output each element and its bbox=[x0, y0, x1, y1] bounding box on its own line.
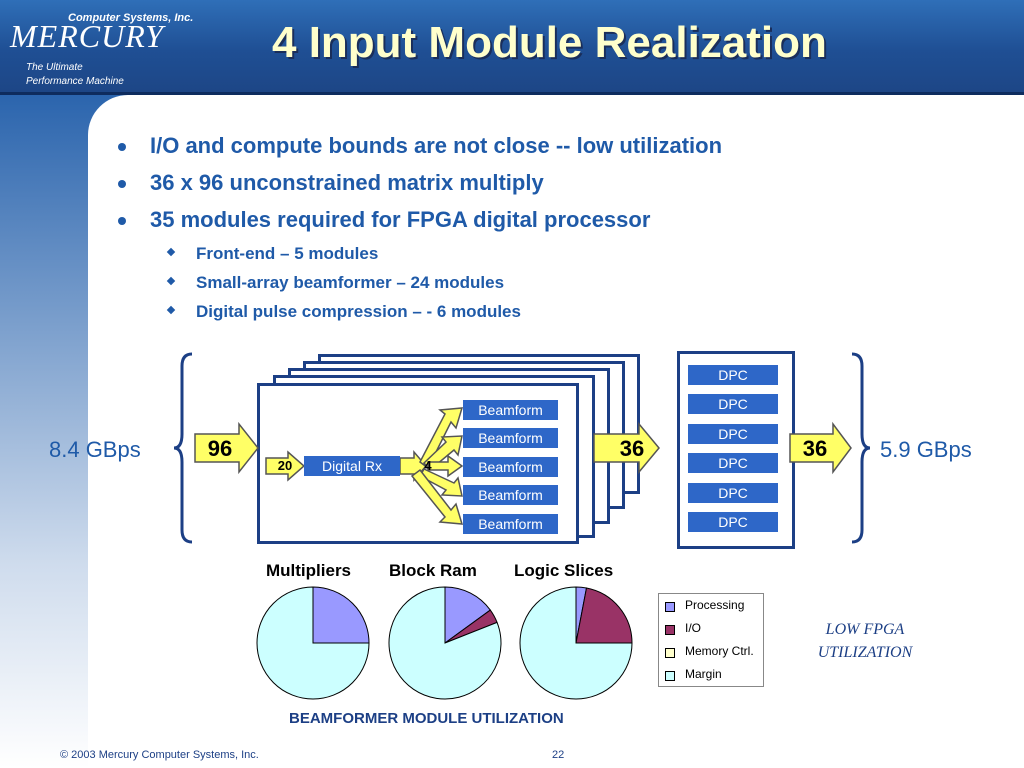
sub-bullet-item: Digital pulse compression – - 6 modules bbox=[110, 302, 890, 331]
fan-arrow-icon bbox=[410, 468, 464, 525]
rx-in-label: 20 bbox=[277, 458, 293, 473]
legend-swatch bbox=[665, 648, 675, 658]
dpc-block: DPC bbox=[688, 394, 778, 414]
pie-title-multipliers: Multipliers bbox=[266, 561, 352, 580]
dpc-block: DPC bbox=[688, 512, 778, 532]
pie-slice-margin bbox=[519, 586, 633, 700]
callout-line-1: LOW FPGA bbox=[825, 621, 905, 638]
bullet-item: 36 x 96 unconstrained matrix multiply bbox=[110, 170, 890, 207]
mercury-logo: Computer Systems, Inc. MERCURY The Ultim… bbox=[8, 6, 198, 88]
dpc-block: DPC bbox=[688, 453, 778, 473]
output-rate-label: 5.9 GBps bbox=[880, 437, 972, 462]
digital-rx-block: Digital Rx bbox=[304, 456, 400, 476]
rx-in-arrow-icon bbox=[265, 450, 306, 482]
mid-arrow-icon bbox=[593, 421, 660, 475]
bullet-list: I/O and compute bounds are not close -- … bbox=[110, 133, 890, 331]
chart-caption: BEAMFORMER MODULE UTILIZATION bbox=[289, 710, 564, 727]
beamform-block: Beamform bbox=[463, 400, 558, 420]
out-arrow-label: 36 bbox=[802, 436, 828, 461]
dpc-block: DPC bbox=[688, 483, 778, 503]
legend-swatch bbox=[665, 671, 675, 681]
bullet-item: I/O and compute bounds are not close -- … bbox=[110, 133, 890, 170]
bullet-dot-icon bbox=[118, 143, 126, 151]
header-divider bbox=[0, 92, 1024, 95]
footer-page-number: 22 bbox=[552, 749, 565, 761]
bullet-item: 35 modules required for FPGA digital pro… bbox=[110, 207, 890, 244]
beamform-block: Beamform bbox=[463, 428, 558, 448]
pie-slice-processing bbox=[444, 586, 492, 644]
logo-tagline-1: The Ultimate bbox=[26, 62, 83, 73]
sub-bullet-item: Small-array beamformer – 24 modules bbox=[110, 273, 890, 302]
beamform-block: Beamform bbox=[463, 485, 558, 505]
chart-legend: Processing I/O Memory Ctrl. Margin bbox=[658, 593, 764, 687]
bullet-dot-icon bbox=[118, 180, 126, 188]
left-brace-icon bbox=[173, 352, 193, 544]
low-utilization-callout: LOW FPGA UTILIZATION bbox=[790, 618, 940, 664]
slide-title: 4 Input Module Realization bbox=[272, 18, 827, 67]
input-rate-label: 8.4 GBps bbox=[49, 437, 141, 462]
pie-slice-processing bbox=[312, 586, 370, 644]
logo-tagline-2: Performance Machine bbox=[26, 76, 124, 87]
dpc-block: DPC bbox=[688, 424, 778, 444]
dpc-block: DPC bbox=[688, 365, 778, 385]
sub-bullet-item: Front-end – 5 modules bbox=[110, 244, 890, 273]
pie-slice-margin bbox=[388, 586, 502, 700]
pie-title-block-ram: Block Ram bbox=[389, 561, 477, 580]
pie-slice-margin bbox=[256, 586, 370, 700]
right-brace-icon bbox=[851, 352, 871, 544]
legend-swatch bbox=[665, 625, 675, 635]
pie-title-logic-slices: Logic Slices bbox=[514, 561, 614, 580]
header-band bbox=[0, 0, 1024, 92]
input-arrow-label: 96 bbox=[207, 436, 233, 461]
logo-company: Computer Systems, Inc. bbox=[68, 12, 194, 24]
fan-arrow-icon bbox=[427, 454, 464, 478]
mid-arrow-label: 36 bbox=[619, 436, 645, 461]
footer-copyright: © 2003 Mercury Computer Systems, Inc. bbox=[60, 749, 259, 761]
logo-brand: MERCURY bbox=[10, 18, 164, 54]
legend-swatch bbox=[665, 602, 675, 612]
pie-slice-i-o bbox=[575, 587, 633, 644]
input-arrow-icon bbox=[194, 421, 259, 475]
out-arrow-icon bbox=[789, 421, 852, 475]
rx-out-label: 4 bbox=[424, 458, 432, 473]
beamform-block: Beamform bbox=[463, 514, 558, 534]
callout-line-2: UTILIZATION bbox=[817, 644, 913, 661]
beamform-block: Beamform bbox=[463, 457, 558, 477]
bullet-dot-icon bbox=[118, 217, 126, 225]
